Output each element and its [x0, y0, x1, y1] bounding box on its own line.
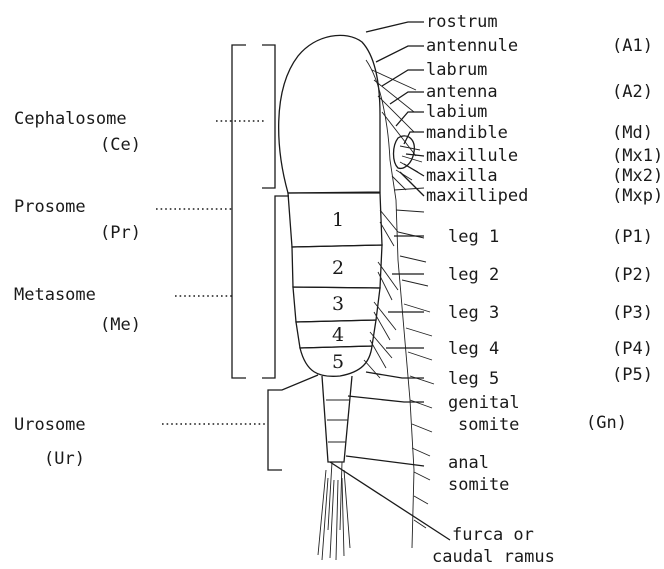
- leg-5-drawing: [364, 360, 380, 378]
- abbr-leg-4: (P4): [612, 339, 653, 359]
- label-metasome: Metasome: [14, 285, 96, 305]
- label-caudal-ramus: caudal ramus: [432, 547, 555, 567]
- segment-number-5: 5: [332, 351, 344, 373]
- label-genital: genital: [448, 393, 520, 413]
- abbr-leg-3: (P3): [612, 303, 653, 323]
- leg-1-drawing: [380, 210, 398, 246]
- furcal-setae: [318, 470, 350, 560]
- urosome-outline: [322, 376, 352, 462]
- abbr-leg-2: (P2): [612, 265, 653, 285]
- abbr-maxilla: (Mx2): [612, 166, 663, 186]
- label-cephalosome-abbr: (Ce): [100, 135, 141, 155]
- segment-number-1: 1: [332, 209, 344, 231]
- label-labrum: labrum: [426, 60, 487, 80]
- label-leg-5: leg 5: [448, 369, 499, 389]
- abbr-genital: (Gn): [586, 413, 627, 433]
- abbr-maxilliped: (Mxp): [612, 186, 663, 206]
- label-cephalosome: Cephalosome: [14, 109, 127, 129]
- label-urosome: Urosome: [14, 415, 86, 435]
- bracket-cephalosome: [262, 45, 275, 188]
- label-anal: anal: [448, 453, 489, 473]
- label-labium: labium: [426, 102, 487, 122]
- segment-number-4: 4: [332, 324, 344, 346]
- label-antenna: antenna: [426, 82, 498, 102]
- label-mandible: mandible: [426, 123, 508, 143]
- label-leg-3: leg 3: [448, 303, 499, 323]
- cephalosome-outline: [279, 35, 380, 193]
- label-antennule: antennule: [426, 36, 518, 56]
- abbr-mandible: (Md): [612, 123, 653, 143]
- copepod-body: [279, 35, 434, 560]
- label-metasome-abbr: (Me): [100, 315, 141, 335]
- abbr-leg-1: (P1): [612, 227, 653, 247]
- bracket-prosome-outer: [232, 45, 246, 378]
- abbr-leg-5: (P5): [612, 365, 653, 385]
- bracket-urosome: [268, 375, 318, 470]
- label-furca: furca or: [452, 525, 534, 545]
- label-anal-somite: somite: [448, 475, 509, 495]
- label-maxilliped: maxilliped: [426, 186, 528, 206]
- label-prosome: Prosome: [14, 197, 86, 217]
- label-urosome-abbr: (Ur): [44, 449, 85, 469]
- label-leg-2: leg 2: [448, 265, 499, 285]
- abbr-maxillule: (Mx1): [612, 146, 663, 166]
- label-leg-4: leg 4: [448, 339, 499, 359]
- furca-rami: [328, 462, 342, 530]
- mouthpart-setae: [392, 146, 422, 190]
- label-maxilla: maxilla: [426, 166, 498, 186]
- segment-number-2: 2: [332, 257, 344, 279]
- bracket-metasome: [262, 196, 289, 378]
- label-prosome-abbr: (Pr): [100, 223, 141, 243]
- abbr-antennule: (A1): [612, 36, 653, 56]
- segment-number-3: 3: [332, 293, 344, 315]
- label-rostrum: rostrum: [426, 12, 498, 32]
- label-leg-1: leg 1: [448, 227, 499, 247]
- abbr-antenna: (A2): [612, 82, 653, 102]
- label-maxillule: maxillule: [426, 146, 518, 166]
- label-genital-somite: somite: [458, 415, 519, 435]
- antennule-shaft: [366, 60, 414, 548]
